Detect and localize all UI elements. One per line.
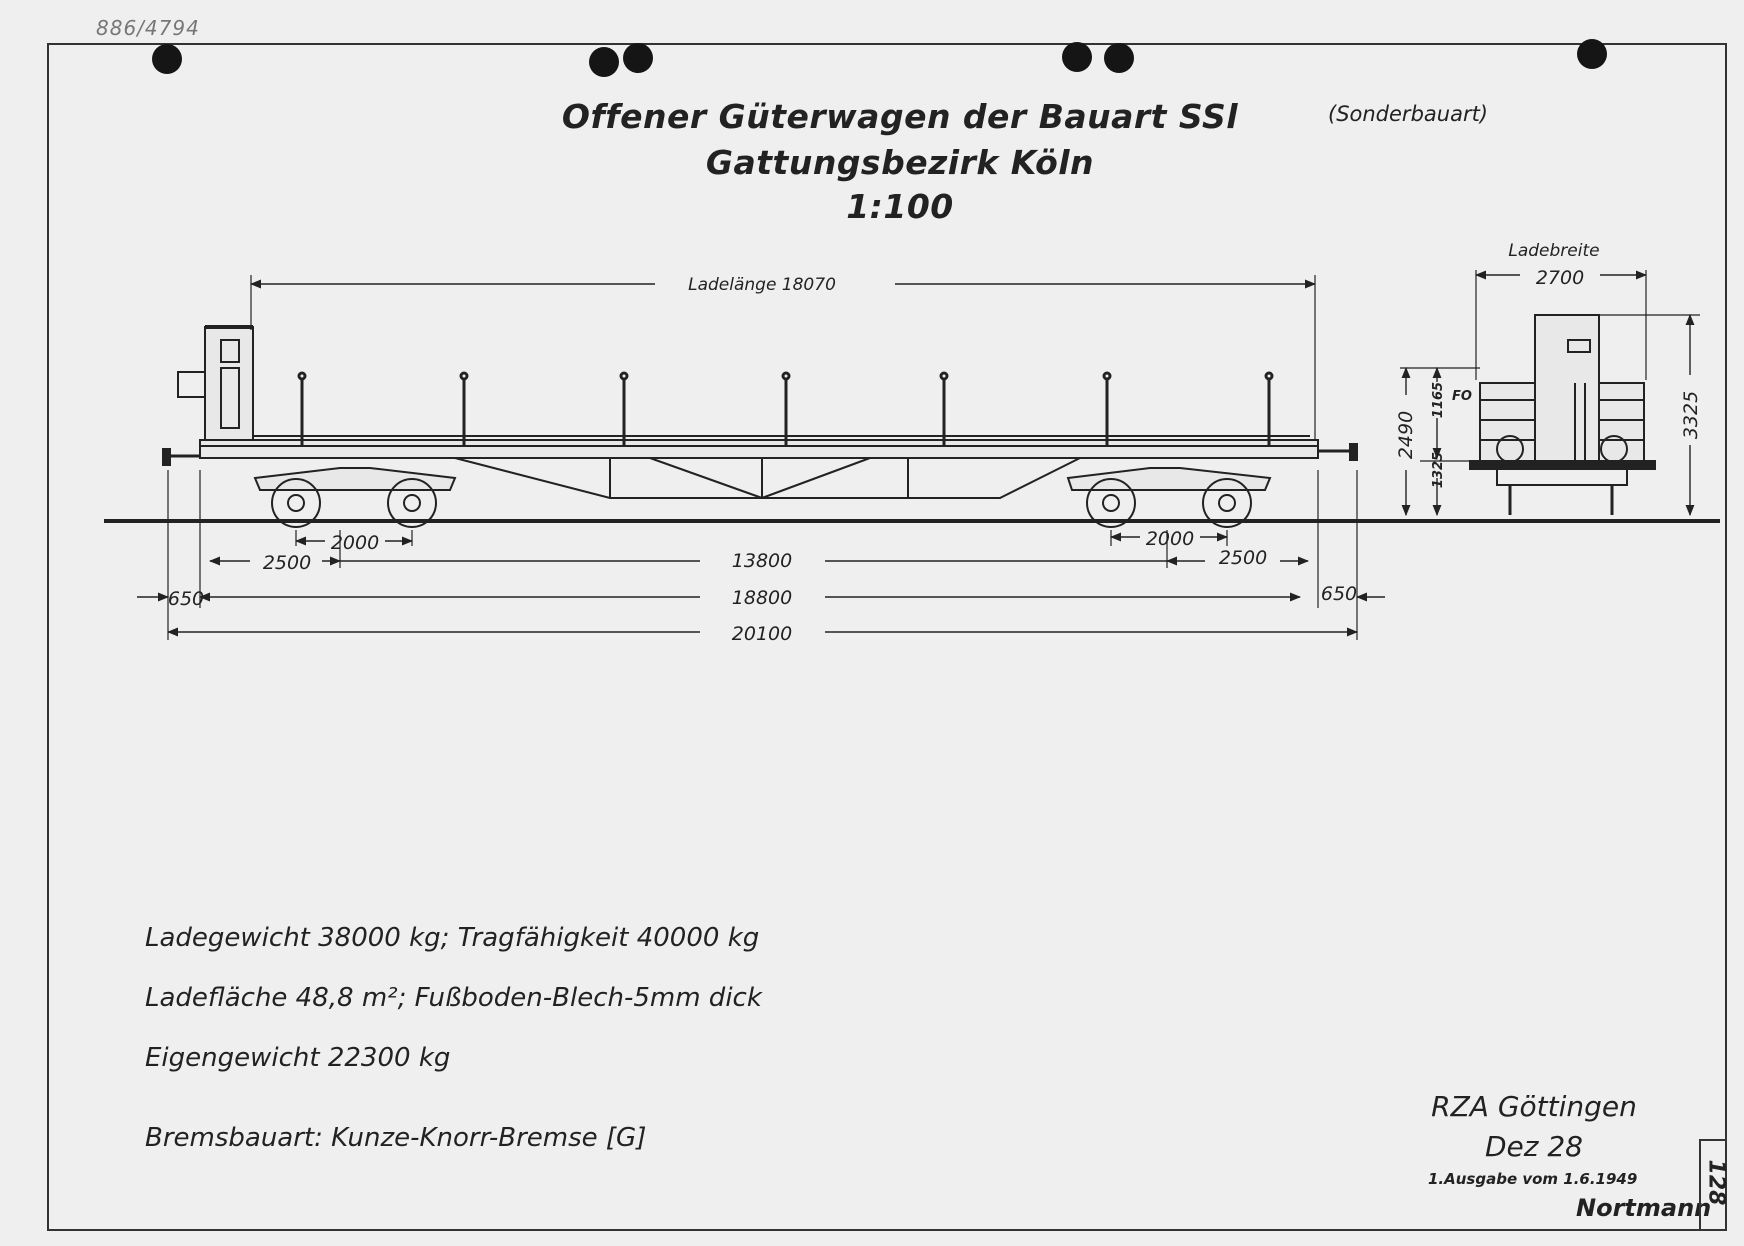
punch-hole <box>1577 39 1607 69</box>
height-side: 1165 <box>1431 382 1446 418</box>
load-width-label: Ladebreite <box>1508 241 1599 261</box>
height-total: 3325 <box>1680 391 1702 439</box>
drawing-subtitle: Gattungsbezirk Köln <box>705 143 1095 182</box>
drawing-frame <box>47 43 1727 1231</box>
axle-spacing-right: 2000 <box>1146 528 1194 550</box>
punch-hole <box>589 47 619 77</box>
spec-brake-type: Bremsbauart: Kunze-Knorr-Bremse [G] <box>145 1123 647 1153</box>
issuer-office: RZA Göttingen <box>1431 1090 1637 1123</box>
punch-hole <box>1104 43 1134 73</box>
punch-hole <box>1062 42 1092 72</box>
brake-hut <box>204 326 254 441</box>
height-lower: 1325 <box>1431 452 1446 488</box>
right-bogie <box>1066 467 1272 528</box>
axle-spacing-left: 2000 <box>331 532 379 554</box>
load-length-label: Ladelänge 18070 <box>688 275 836 295</box>
drawing-scale: 1:100 <box>846 187 954 226</box>
drawing-title: Offener Güterwagen der Bauart SSl <box>561 97 1239 136</box>
spec-tare-weight: Eigengewicht 22300 kg <box>145 1043 451 1073</box>
floor-mark: FO <box>1452 389 1472 404</box>
issuer-date: Dez 28 <box>1484 1130 1583 1163</box>
length-over-frame: 18800 <box>732 587 792 609</box>
issuer-edition: 1.Ausgabe vom 1.6.1949 <box>1428 1170 1638 1188</box>
buffer-left: 650 <box>168 588 204 610</box>
punch-hole <box>623 43 653 73</box>
issuer-signature: Nortmann <box>1576 1194 1712 1222</box>
underframe <box>199 439 1319 459</box>
page-number-box <box>1699 1139 1727 1231</box>
title-note: (Sonderbauart) <box>1328 102 1489 126</box>
overhang-left: 2500 <box>263 552 311 574</box>
end-brake-hut <box>1534 314 1600 462</box>
spec-load-weight: Ladegewicht 38000 kg; Tragfähigkeit 4000… <box>145 923 760 953</box>
left-bogie <box>253 467 457 528</box>
archive-number: 886/4794 <box>96 16 200 40</box>
buffer-right: 650 <box>1321 583 1357 605</box>
load-width-value: 2700 <box>1536 267 1584 289</box>
spec-load-area: Ladefläche 48,8 m²; Fußboden-Blech-5mm d… <box>145 983 762 1013</box>
overhang-right: 2500 <box>1219 547 1267 569</box>
punch-hole <box>152 44 182 74</box>
bogie-centers: 13800 <box>732 550 792 572</box>
end-view <box>1469 314 1656 515</box>
side-view <box>162 325 1358 528</box>
height-floor: 2490 <box>1395 411 1417 459</box>
length-over-buffers: 20100 <box>732 623 792 645</box>
page-number: 128 <box>1703 1159 1729 1206</box>
